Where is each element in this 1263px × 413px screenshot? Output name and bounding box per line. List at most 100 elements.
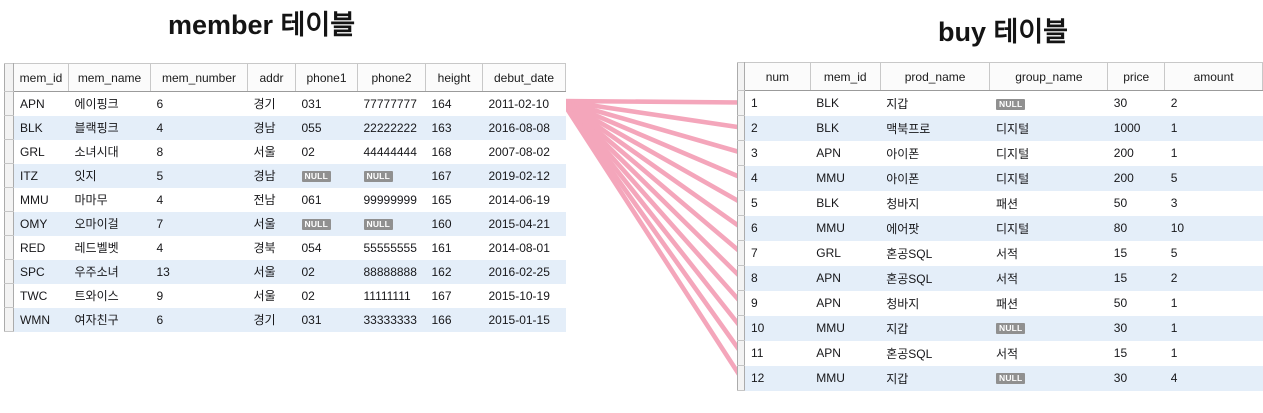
cell-debut_date: 2011-02-10 [482,91,566,116]
column-header-mem_name: mem_name [68,63,151,92]
cell-phone2: 77777777 [357,91,426,116]
cell-phone1: NULL [295,163,358,188]
row-selector-gutter [737,340,745,366]
cell-num: 9 [744,290,811,316]
row-selector-gutter [737,165,745,191]
relationship-line-to-buy-row-7 [559,98,744,255]
cell-mem_number: 4 [150,235,248,260]
cell-group_name: 패션 [989,290,1108,316]
cell-mem_number: 13 [150,259,248,284]
null-badge: NULL [363,170,393,182]
cell-phone2: 33333333 [357,307,426,332]
cell-phone2: 55555555 [357,235,426,260]
row-selector-gutter [4,115,14,140]
cell-debut_date: 2015-10-19 [482,283,566,308]
cell-mem_id: APN [13,91,69,116]
cell-mem_id: MMU [13,187,69,212]
cell-mem_name: 소녀시대 [68,139,151,164]
cell-mem_name: 여자친구 [68,307,151,332]
relationship-line-to-buy-row-8 [559,98,744,280]
null-badge: NULL [363,218,393,230]
column-header-debut_date: debut_date [482,63,566,92]
cell-group_name: 디지털 [989,140,1108,166]
cell-price: 1000 [1107,115,1165,141]
cell-mem_number: 9 [150,283,248,308]
null-badge: NULL [301,170,331,182]
cell-mem_id: SPC [13,259,69,284]
cell-price: 30 [1107,315,1165,341]
column-header-addr: addr [247,63,296,92]
cell-mem_name: 트와이스 [68,283,151,308]
cell-group_name: 패션 [989,190,1108,216]
column-header-phone1: phone1 [295,63,358,92]
row-selector-gutter [737,240,745,266]
cell-mem_id: ITZ [13,163,69,188]
cell-height: 165 [425,187,483,212]
relationship-line-to-buy-row-12 [559,98,744,380]
cell-debut_date: 2016-08-08 [482,115,566,140]
cell-mem_id: OMY [13,211,69,236]
cell-price: 30 [1107,365,1165,391]
row-selector-gutter [4,63,14,92]
column-header-height: height [425,63,483,92]
cell-phone1: NULL [295,211,358,236]
cell-amount: 1 [1164,315,1263,341]
cell-amount: 5 [1164,240,1263,266]
cell-debut_date: 2014-08-01 [482,235,566,260]
cell-mem_id: WMN [13,307,69,332]
cell-group_name: 디지털 [989,165,1108,191]
row-selector-gutter [4,211,14,236]
row-selector-gutter [4,235,14,260]
cell-addr: 경기 [247,307,296,332]
cell-num: 10 [744,315,811,341]
cell-mem_id: MMU [810,315,881,341]
cell-debut_date: 2007-08-02 [482,139,566,164]
cell-group_name: NULL [989,90,1108,116]
cell-mem_id: BLK [810,90,881,116]
cell-num: 8 [744,265,811,291]
cell-mem_name: 블랙핑크 [68,115,151,140]
cell-height: 161 [425,235,483,260]
cell-phone1: 02 [295,259,358,284]
row-selector-gutter [737,190,745,216]
cell-mem_id: BLK [13,115,69,140]
cell-mem_id: MMU [810,215,881,241]
cell-prod_name: 혼공SQL [880,265,990,291]
cell-prod_name: 청바지 [880,190,990,216]
cell-mem_number: 6 [150,307,248,332]
cell-mem_name: 잇지 [68,163,151,188]
cell-phone2: NULL [357,211,426,236]
cell-height: 168 [425,139,483,164]
cell-price: 80 [1107,215,1165,241]
cell-amount: 2 [1164,90,1263,116]
column-header-price: price [1107,62,1166,91]
cell-height: 167 [425,163,483,188]
column-header-mem_id: mem_id [13,63,69,92]
cell-price: 200 [1107,140,1165,166]
cell-prod_name: 지갑 [880,365,990,391]
relationship-line-to-buy-row-2 [559,98,744,130]
cell-group_name: NULL [989,365,1108,391]
cell-price: 200 [1107,165,1165,191]
cell-mem_number: 4 [150,187,248,212]
cell-prod_name: 아이폰 [880,140,990,166]
